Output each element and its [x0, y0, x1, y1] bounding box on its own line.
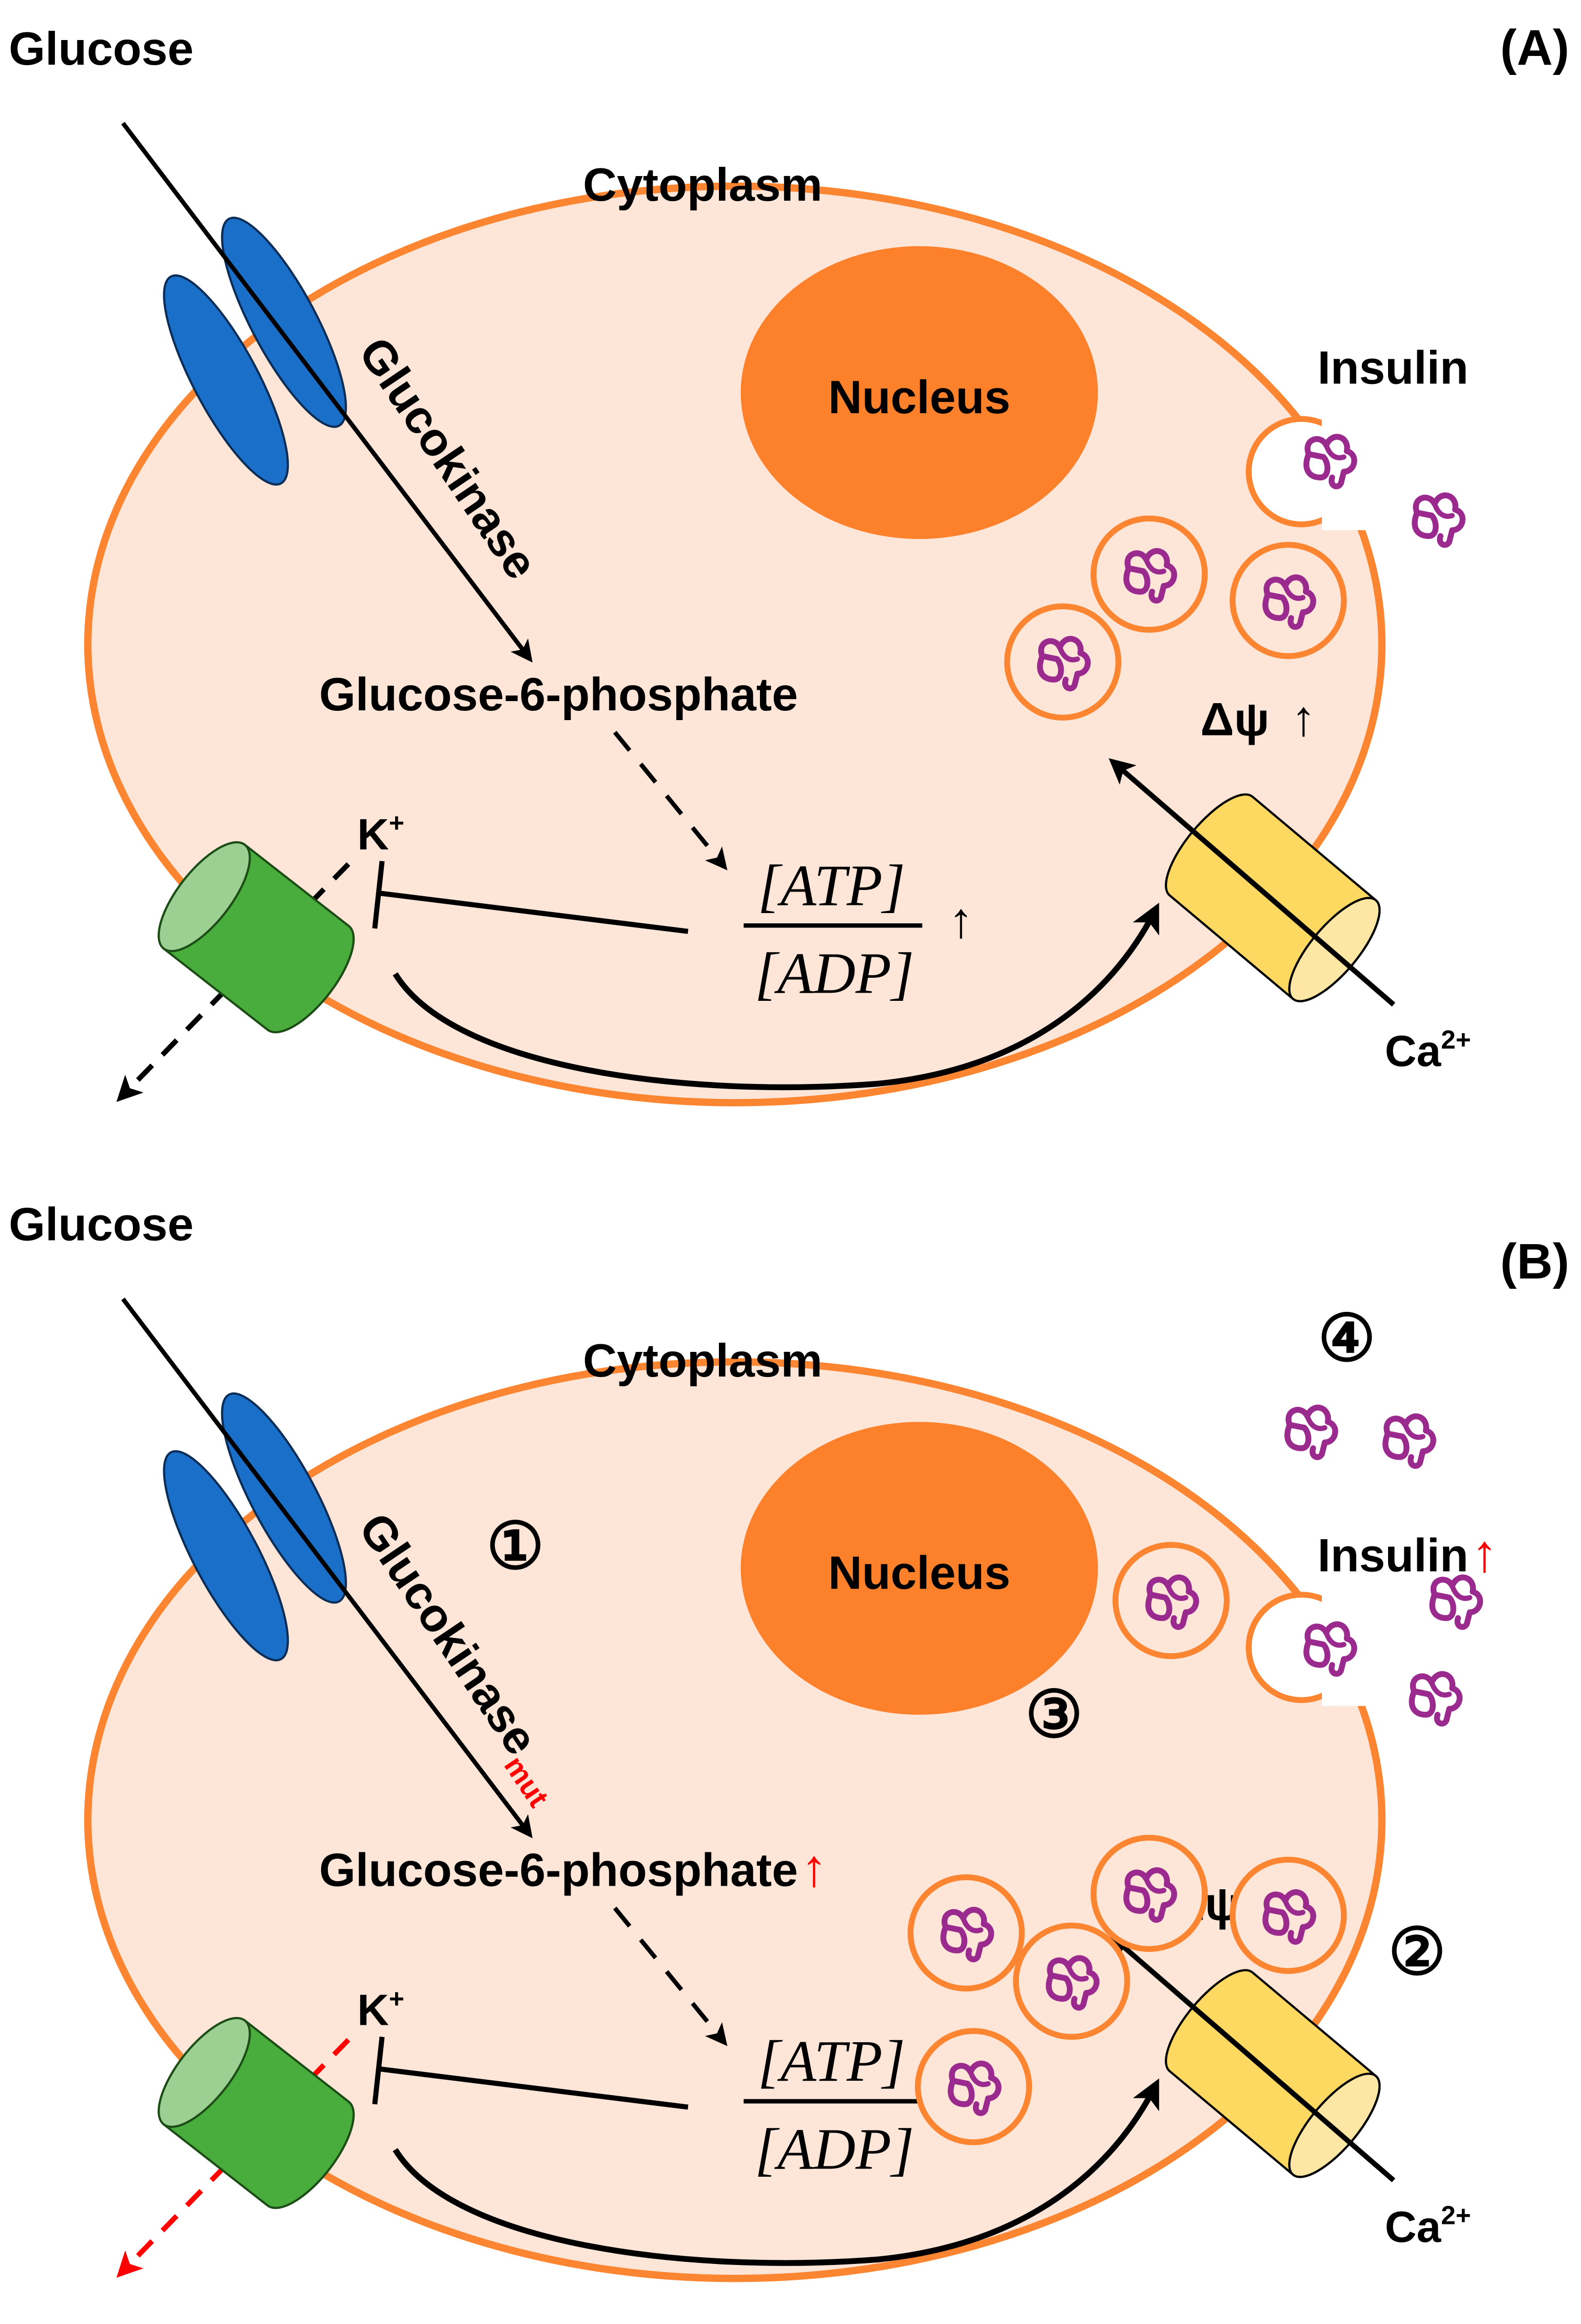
glucose-label: Glucose — [9, 23, 193, 75]
secreted-insulin-icon — [1432, 1577, 1480, 1627]
panel-label: (B) — [1500, 1233, 1570, 1289]
pocket-opening — [1322, 410, 1410, 531]
insulin-label: Insulin — [1318, 342, 1469, 394]
insulin-vesicle — [907, 1874, 1025, 1992]
k-ion: K — [357, 810, 389, 859]
ca-ion: Ca — [1385, 1027, 1442, 1076]
k-charge: + — [389, 1984, 404, 2013]
insulin-vesicle — [914, 2028, 1032, 2145]
k-ion-label: K+ — [357, 808, 404, 859]
g6p-name: Glucose-6-phosphate — [319, 1844, 798, 1896]
adp-label: [ADP] — [755, 941, 914, 1006]
secreted-insulin-icon — [1412, 1674, 1459, 1724]
step-marker-1: ① — [486, 1510, 544, 1582]
g6p-name: Glucose-6-phosphate — [319, 668, 798, 721]
step-marker-3: ③ — [1025, 1678, 1083, 1751]
katp-channel — [158, 2017, 355, 2210]
panel-a: NucleusCytoplasmGlucoseGlucokinaseGlucos… — [9, 20, 1570, 1107]
nucleus — [740, 246, 1098, 539]
nucleus-label: Nucleus — [828, 371, 1010, 423]
vesicle-membrane — [1090, 1834, 1208, 1952]
ca-charge: 2+ — [1441, 1025, 1471, 1054]
vesicle-membrane — [1229, 1856, 1347, 1974]
glut-transporter-left — [163, 1450, 289, 1661]
katp-inhibition-bar — [372, 861, 385, 929]
ca-ion-label: Ca2+ — [1385, 1025, 1471, 1076]
insulin-name: Insulin — [1318, 1529, 1469, 1581]
vesicle-membrane — [1112, 1542, 1230, 1659]
vesicle-membrane — [1013, 1923, 1130, 2040]
ca-influx-arrow — [1108, 758, 1396, 1007]
vesicle-membrane — [1229, 541, 1347, 660]
g6p-label: Glucose-6-phosphate↑ — [319, 1838, 827, 1897]
atp-label: [ATP] — [758, 2028, 905, 2094]
insulin-vesicle — [1112, 1542, 1230, 1659]
secreted-insulin-icon — [1415, 495, 1462, 545]
adp-label: [ADP] — [755, 2116, 914, 2181]
insulin-vesicle — [1229, 1856, 1347, 1974]
secreted-insulin-icon — [1287, 1407, 1335, 1457]
insulin-vesicle — [1090, 515, 1208, 633]
g6p-label: Glucose-6-phosphate — [319, 668, 798, 721]
cytoplasm-label: Cytoplasm — [583, 1334, 823, 1387]
nucleus-label: Nucleus — [828, 1547, 1010, 1599]
insulin-vesicle — [1090, 1834, 1208, 1952]
ca-ion: Ca — [1385, 2203, 1442, 2252]
k-ion-label: K+ — [357, 1984, 404, 2035]
glut-transporter-left — [163, 274, 289, 486]
glucose-to-g6p-arrow — [121, 1297, 533, 1838]
katp-inhibition-line — [380, 890, 689, 934]
insulin-up-arrow: ↑ — [1471, 1523, 1497, 1582]
cytoplasm-label: Cytoplasm — [583, 159, 823, 211]
panel-b: NucleusCytoplasmGlucoseGlucokinasemutGlu… — [9, 1198, 1570, 2282]
insulin-label: Insulin↑ — [1318, 1523, 1498, 1582]
g6p-to-atp-arrow — [613, 1906, 728, 2046]
k-ion: K — [357, 1986, 389, 2035]
vesicle-membrane — [1004, 603, 1122, 721]
insulin-vesicle — [1229, 541, 1347, 660]
delta-psi-label: Δψ — [1200, 693, 1269, 745]
ca-charge: 2+ — [1441, 2201, 1471, 2230]
delta-psi-up-arrow: ↑ — [1291, 690, 1316, 746]
depolarization-arrow — [393, 2078, 1159, 2266]
glucose-label: Glucose — [9, 1198, 193, 1251]
nucleus — [740, 1422, 1098, 1715]
k-charge: + — [389, 808, 404, 838]
insulin-vesicle — [1004, 603, 1122, 721]
step-marker-4: ④ — [1318, 1302, 1376, 1374]
g6p-to-atp-arrow — [613, 731, 728, 870]
step-marker-2: ② — [1388, 1915, 1446, 1988]
vesicle-membrane — [914, 2028, 1032, 2145]
insulin-name: Insulin — [1318, 342, 1469, 394]
katp-inhibition-bar — [372, 2036, 385, 2105]
glucose-to-g6p-arrow — [121, 122, 533, 663]
g6p-up-arrow: ↑ — [801, 1838, 827, 1897]
vesicle-membrane — [1090, 515, 1208, 633]
vesicle-membrane — [907, 1874, 1025, 1992]
katp-channel — [158, 841, 355, 1034]
depolarization-arrow — [393, 902, 1159, 1091]
secreted-insulin-icon — [1385, 1417, 1433, 1466]
insulin-vesicle — [1013, 1923, 1130, 2040]
katp-opening — [158, 841, 251, 953]
ca-influx-arrow — [1108, 1934, 1396, 2182]
atp-label: [ATP] — [758, 853, 905, 918]
katp-inhibition-line — [380, 2066, 689, 2110]
ratio-up-arrow: ↑ — [949, 892, 974, 948]
panel-label: (A) — [1500, 20, 1570, 75]
katp-opening — [158, 2017, 251, 2128]
ca-ion-label: Ca2+ — [1385, 2201, 1471, 2252]
